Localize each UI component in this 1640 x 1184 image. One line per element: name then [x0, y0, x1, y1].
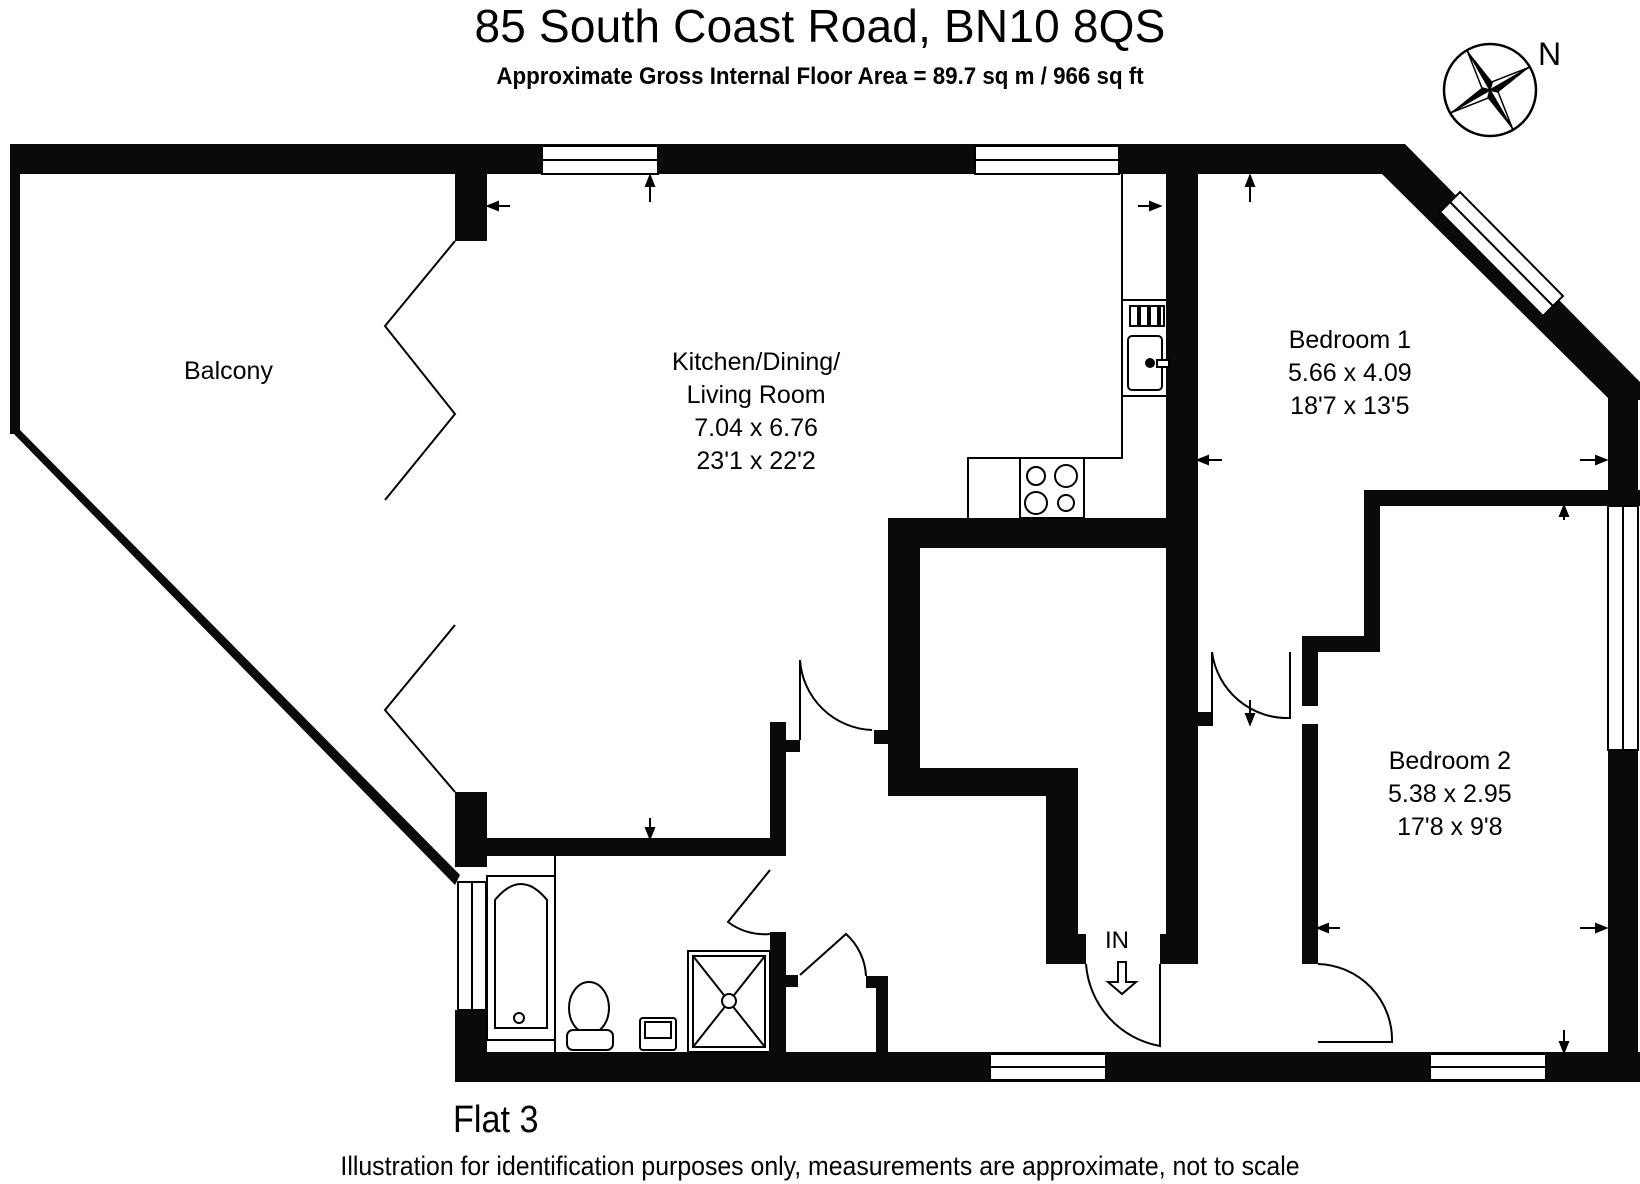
room-bedroom-2: Bedroom 2 5.38 x 2.95 17'8 x 9'8 [1388, 745, 1512, 844]
page-title: 85 South Coast Road, BN10 8QS [474, 0, 1166, 52]
floor-area-subtitle: Approximate Gross Internal Floor Area = … [496, 63, 1144, 90]
room-name: Bedroom 1 [1288, 326, 1411, 354]
room-balcony: Balcony [184, 355, 273, 388]
kitchen-sink-icon [1127, 305, 1170, 391]
room-imperial-size: 23'1 x 22'2 [696, 447, 816, 475]
room-name-line2: Living Room [686, 381, 826, 409]
door-swings [726, 651, 1394, 1048]
room-imperial-size: 18'7 x 13'5 [1290, 392, 1410, 420]
windows [457, 145, 1639, 1081]
entrance-label: IN [1105, 927, 1129, 954]
room-kitchen-dining-living: Kitchen/Dining/ Living Room 7.04 x 6.76 … [672, 346, 840, 478]
kitchen-units [967, 174, 1166, 518]
room-imperial-size: 17'8 x 9'8 [1397, 813, 1503, 841]
north-compass-rose-icon [1442, 42, 1538, 138]
entrance-arrow-down-icon [1105, 961, 1139, 996]
room-metric-size: 7.04 x 6.76 [694, 414, 818, 442]
room-name: Balcony [184, 357, 273, 385]
shower-tray-icon [687, 950, 771, 1053]
bath-icon [486, 875, 556, 1041]
hob-icon [1019, 457, 1085, 519]
north-label: N [1538, 36, 1562, 72]
room-bedroom-1: Bedroom 1 5.66 x 4.09 18'7 x 13'5 [1288, 324, 1412, 423]
room-metric-size: 5.38 x 2.95 [1388, 780, 1512, 808]
toilet-icon [566, 981, 614, 1051]
balcony-doors [383, 240, 457, 793]
flat-label: Flat 3 [453, 1099, 539, 1141]
walls [10, 144, 1640, 1082]
basin-icon [639, 1017, 677, 1051]
measurement-arrows [485, 173, 1609, 1055]
room-name: Bedroom 2 [1388, 747, 1511, 775]
room-name: Kitchen/Dining/ [672, 348, 841, 376]
disclaimer-text: Illustration for identification purposes… [340, 1151, 1300, 1181]
room-metric-size: 5.66 x 4.09 [1288, 359, 1412, 387]
